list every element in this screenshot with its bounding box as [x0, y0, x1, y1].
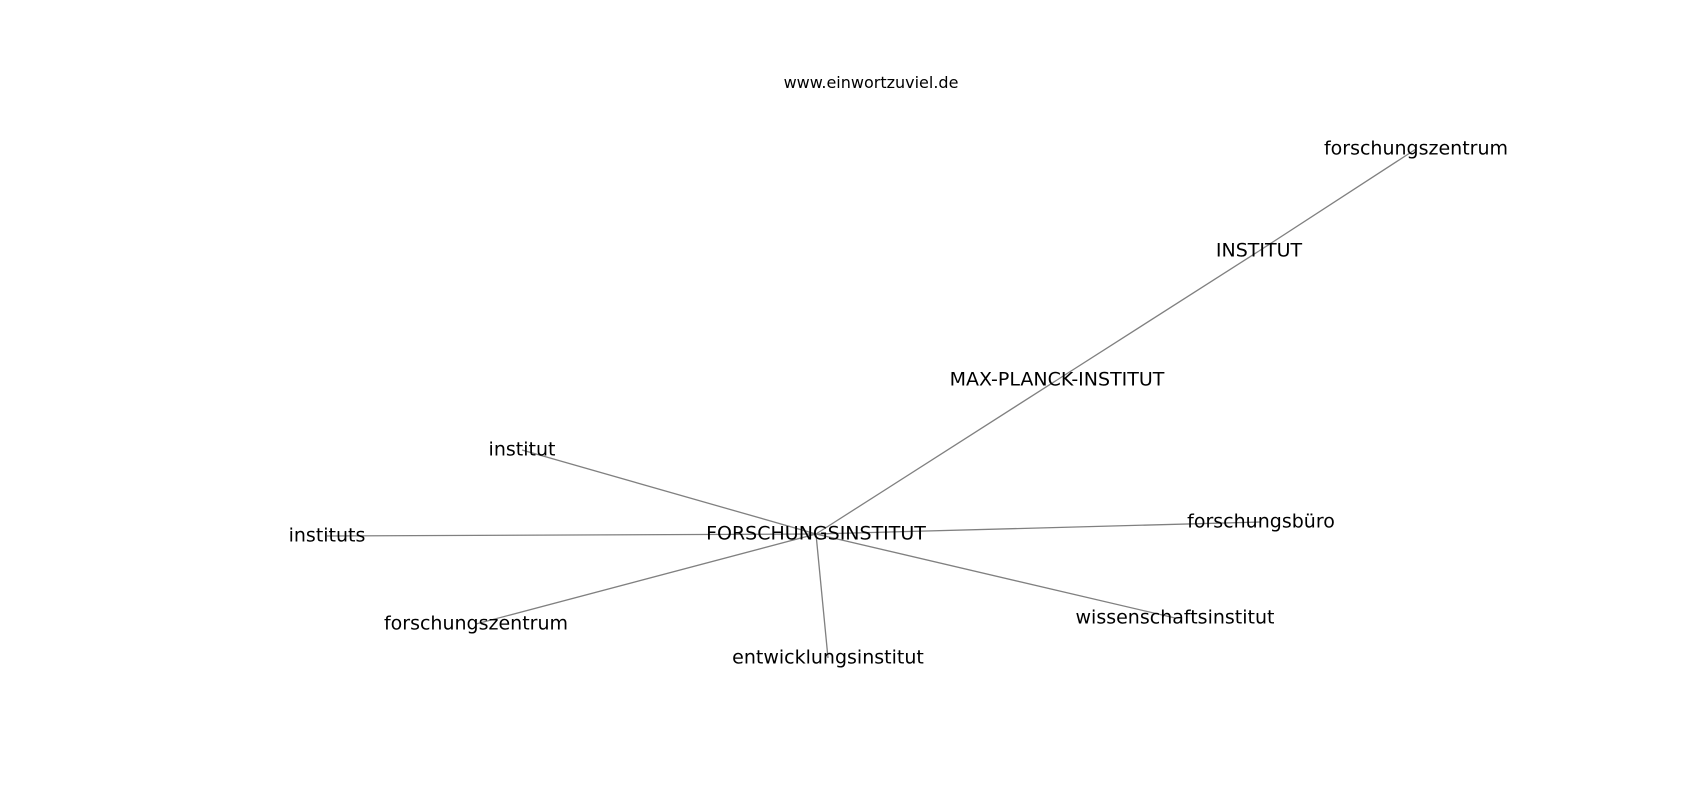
edge-forschungsinstitut-forschungszentrum	[475, 533, 817, 625]
node-label-entwicklungsinstitut: entwicklungsinstitut	[732, 647, 924, 669]
node-label-max-planck-institut: MAX-PLANCK-INSTITUT	[950, 369, 1165, 391]
edge-forschungsinstitut-entwicklungsinstitut	[815, 533, 829, 659]
node-label-institut-upper: INSTITUT	[1216, 240, 1303, 262]
edge-max-planck-institut-institut-upper	[1056, 250, 1260, 381]
edge-forschungsinstitut-institut	[521, 449, 817, 535]
site-title: www.einwortzuviel.de	[784, 73, 959, 92]
edge-forschungsinstitut-forschungsbuero	[815, 521, 1262, 535]
node-label-wissenschaftsinstitut: wissenschaftsinstitut	[1076, 607, 1275, 629]
node-label-forschungsinstitut: FORSCHUNGSINSTITUT	[706, 523, 926, 545]
edge-forschungsinstitut-max-planck-institut	[815, 379, 1058, 535]
edge-institut-upper-forschungszentrum-top	[1258, 148, 1417, 252]
node-label-institut: institut	[489, 439, 556, 461]
edge-forschungsinstitut-instituts	[326, 533, 817, 537]
graph-nodes: FORSCHUNGSINSTITUT MAX-PLANCK-INSTITUT INS…	[289, 138, 1508, 669]
node-label-forschungszentrum: forschungszentrum	[384, 613, 568, 635]
graph-edges	[326, 148, 1417, 659]
node-label-forschungsbuero: forschungsbüro	[1187, 511, 1335, 533]
node-label-instituts: instituts	[289, 525, 366, 547]
node-label-forschungszentrum-top: forschungszentrum	[1324, 138, 1508, 160]
edge-forschungsinstitut-wissenschaftsinstitut	[815, 533, 1176, 619]
